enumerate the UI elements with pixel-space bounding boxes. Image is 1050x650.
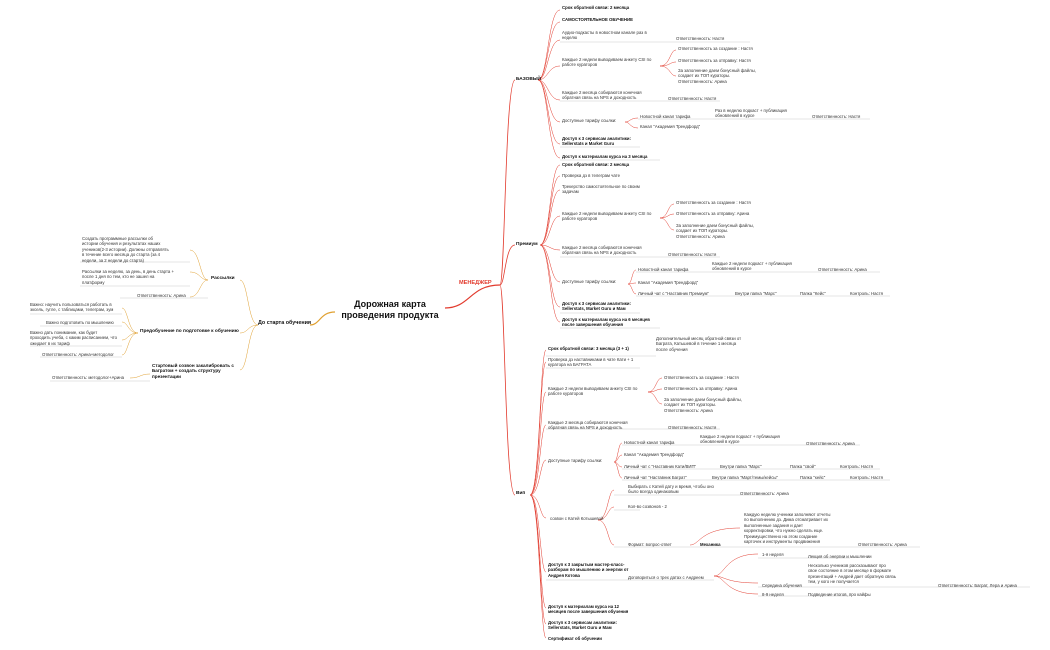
premium-trekerstvo[interactable]: Трекерство самостоятельное по своим зада… — [562, 184, 640, 195]
bazovy-csi-1[interactable]: Ответственность за создание : Настя — [678, 46, 753, 51]
vip-novostnoy-desc[interactable]: Каждые 2 недели подкаст + публикация обн… — [700, 434, 780, 445]
vip-mehanika-desc[interactable]: Каждую неделю ученики заполняют отчеты п… — [744, 512, 831, 545]
rassylki-item-1[interactable]: Создать программные рассылки об истории … — [82, 236, 169, 263]
vip-keis-2[interactable]: Папка "кейс" — [800, 475, 826, 480]
premium-csi-2[interactable]: Ответственность за отправку: Арина — [676, 211, 750, 216]
bazovy-materials[interactable]: Доступ к материалам курса на 3 месяца — [562, 154, 648, 159]
bazovy-topic[interactable]: БАЗОВЫЙ — [516, 77, 542, 82]
vip-moy[interactable]: Папка "свой" — [790, 464, 816, 469]
premium-csi-3[interactable]: За заполнение даем бонусный файлы, созда… — [676, 223, 754, 239]
bazovy-audio-otv[interactable]: Ответственность: Настя — [676, 36, 725, 41]
vip-nedelya-8[interactable]: 8-9 неделя — [762, 592, 784, 597]
bazovy-csi-2[interactable]: Ответственность за отправку: Настя — [678, 58, 751, 63]
vip-nps[interactable]: Каждые 2 месяца собираются конечная обра… — [548, 420, 628, 431]
premium-kontrol[interactable]: Контроль: Настя — [850, 291, 883, 296]
vip-kontrol-2[interactable]: Контроль: Настя — [850, 475, 883, 480]
bazovy-novostnoy-desc[interactable]: Раз в неделю подкаст + публикация обновл… — [715, 108, 787, 119]
bazovy-audio[interactable]: Аудио-подкасты в новостном канале раз в … — [562, 30, 647, 41]
bazovy-csi[interactable]: Каждые 2 недели выводиваем анкету CSI по… — [562, 57, 652, 68]
vip-csi-3[interactable]: За заполнение даем бонусный файлы, созда… — [664, 397, 742, 413]
prebuchenie-topic[interactable]: Предобучение по подготовке к обучению — [140, 329, 239, 334]
vip-csi-2[interactable]: Ответственность за отправку: Арина — [664, 386, 738, 391]
vip-nps-otv[interactable]: Ответственность: Настя — [668, 425, 717, 430]
premium-novostnoy[interactable]: Новостной канал тарифа — [638, 267, 689, 272]
premium-tarif[interactable]: Доступные тарифу ссылки: — [562, 279, 617, 284]
vip-lichny-1[interactable]: Личный чат с "Наставник Кати/ВИП" — [624, 464, 697, 469]
bazovy-csi-3[interactable]: За заполнение даем бонусный файлы, созда… — [678, 68, 756, 84]
premium-nps-otv[interactable]: Ответственность: Настя — [668, 252, 717, 257]
vip-srok[interactable]: Срок обратной связи: 3 месяца (3 + 1) — [548, 346, 629, 351]
rassylki-topic[interactable]: Рассылки — [211, 276, 235, 281]
premium-materials[interactable]: Доступ к материалам курса на 6 месяцев п… — [562, 317, 650, 328]
manager-topic[interactable]: МЕНЕДЖЕР — [459, 280, 492, 286]
vip-mehanika[interactable]: Механика — [700, 542, 721, 547]
premium-mars[interactable]: Внутри папка "Марс" — [735, 291, 777, 296]
bazovy-servis[interactable]: Доступ к 3 сервисам аналитики: Sellersta… — [562, 136, 631, 147]
bazovy-srok[interactable]: Срок обратной связи: 2 месяца — [562, 5, 630, 10]
premium-proverka[interactable]: Проверка дз в телеграм чате — [562, 173, 620, 178]
vip-novostnoy[interactable]: Новостной канал тарифа — [624, 440, 675, 445]
vip-tarif[interactable]: Доступные тарифу ссылки: — [548, 458, 603, 463]
premium-csi[interactable]: Каждые 2 недели выводиваем анкету CSI по… — [562, 211, 652, 222]
prebuchenie-item-3[interactable]: Важно дать понимание, как будет проходит… — [30, 330, 118, 346]
startovy-topic[interactable]: Стартовый созвон закалибровать с Баграто… — [152, 363, 234, 379]
premium-akademia[interactable]: Канал "Академия Трендфорд" — [638, 280, 699, 285]
vip-csi[interactable]: Каждые 2 недели выводиваем анкету CSI по… — [548, 386, 638, 397]
bazovy-nps[interactable]: Каждые 2 месяца собираются конечная обра… — [562, 90, 642, 101]
vip-akademia[interactable]: Канал "Академия Трендфорд" — [624, 452, 685, 457]
bazovy-nps-otv[interactable]: Ответственность: Настя — [668, 96, 717, 101]
vip-mehanika-otv[interactable]: Ответственность: Арина — [858, 542, 907, 547]
premium-novostnoy-otv[interactable]: Ответственность: Арина — [818, 267, 867, 272]
premium-lichny[interactable]: Личный чат с "Наставник Премиум" — [638, 291, 709, 296]
vip-materials[interactable]: Доступ к материалам курса на 12 месяцев … — [548, 604, 629, 615]
vip-format[interactable]: Формат: вопрос-ответ — [628, 542, 672, 547]
do-starta-topic[interactable]: До старта обучения — [258, 320, 312, 326]
vip-mars-2[interactable]: Внутри папка "Март/темы/кейсы" — [712, 475, 778, 480]
vip-sertifikat[interactable]: Сертификат об обучении — [548, 636, 602, 641]
premium-servis[interactable]: Доступ к 3 сервисам аналитики: Sellersta… — [562, 301, 631, 312]
vip-topic[interactable]: Вип — [516, 491, 526, 496]
rassylki-item-3[interactable]: Ответственность: Арина — [137, 293, 186, 298]
vip-csi-1[interactable]: Ответственность за создание : Настя — [664, 375, 739, 380]
bazovy-akademia[interactable]: Канал "Академия Трендфорд" — [640, 124, 701, 129]
prebuchenie-item-4[interactable]: Ответственность: Арина+методолог — [42, 352, 114, 357]
vip-sozvon[interactable]: созвон с Катей Котышевой — [550, 516, 604, 521]
vip-nedelya-1-desc[interactable]: Лекция об энергии и мышлении — [808, 554, 872, 559]
premium-topic[interactable]: Премиум — [516, 242, 538, 247]
rassylki-item-2[interactable]: Рассылки за неделю, за день, в день стар… — [82, 269, 174, 285]
vip-nedelya-1[interactable]: 1-я неделя — [762, 552, 784, 557]
vip-vybirat-otv[interactable]: Ответственность: Арина — [740, 491, 789, 496]
vip-vybirat[interactable]: Выбирать с Катей дату и время, чтобы оно… — [628, 484, 714, 495]
premium-novostnoy-desc[interactable]: Каждые 2 недели подкаст + публикация обн… — [712, 261, 792, 272]
vip-mars-1[interactable]: Внутри папка "Марс" — [720, 464, 762, 469]
vip-proverka[interactable]: Проверка дз наставниками в чате Кати + 1… — [548, 357, 634, 368]
prebuchenie-item-2[interactable]: Важно подготовить по мышлению — [46, 320, 114, 325]
vip-seredina-desc[interactable]: Несколько учеников рассказывают про свое… — [808, 563, 896, 585]
vip-nedelya-8-desc[interactable]: Подведение итогов, про кайфы — [808, 592, 871, 597]
bazovy-tarif[interactable]: Доступные тарифу ссылки: — [562, 118, 617, 123]
vip-lichny-2[interactable]: Личный чат "Наставник Баграт" — [624, 475, 687, 480]
bazovy-novostnoy-otv[interactable]: Ответственность: Настя — [812, 114, 861, 119]
root-topic[interactable]: Дорожная карта проведения продукта — [335, 292, 445, 328]
startovy-item-1[interactable]: Ответственность: методолог+Арина — [52, 375, 124, 380]
bazovy-samost[interactable]: САМОСТОЯТЕЛЬНОЕ ОБУЧЕНИЕ — [562, 17, 633, 22]
vip-kontrol-1[interactable]: Контроль: Настя — [840, 464, 873, 469]
premium-csi-1[interactable]: Ответственность за создание : Настя — [676, 200, 751, 205]
prebuchenie-item-1[interactable]: Важно: научить пользоваться работать в э… — [30, 302, 114, 313]
premium-srok[interactable]: Срок обратной связи: 2 месяца — [562, 162, 630, 167]
vip-srok-desc[interactable]: Дополнительный месяц обратной связи от Б… — [656, 336, 742, 352]
vip-dostup-master[interactable]: Доступ к 3 закрытым мастер-класс- разбор… — [548, 562, 629, 578]
premium-keis[interactable]: Папка "Кейс" — [800, 291, 826, 296]
vip-kol[interactable]: Кол-во созвонов - 2 — [628, 504, 667, 509]
vip-novostnoy-otv[interactable]: Ответственность: Арина — [806, 441, 855, 446]
vip-dogovoritsya[interactable]: Договориться о трех датах с Андреем — [628, 575, 704, 580]
bazovy-novostnoy[interactable]: Новостной канал тарифа — [640, 114, 691, 119]
vip-servis[interactable]: Доступ к 3 сервисам аналитики: Sellersta… — [548, 620, 617, 631]
premium-nps[interactable]: Каждые 2 месяца собираются конечная обра… — [562, 245, 642, 256]
vip-seredina-otv[interactable]: Ответственность: Баграт, Лера и Арина — [938, 583, 1017, 588]
vip-seredina[interactable]: Середина обучения — [762, 583, 802, 588]
